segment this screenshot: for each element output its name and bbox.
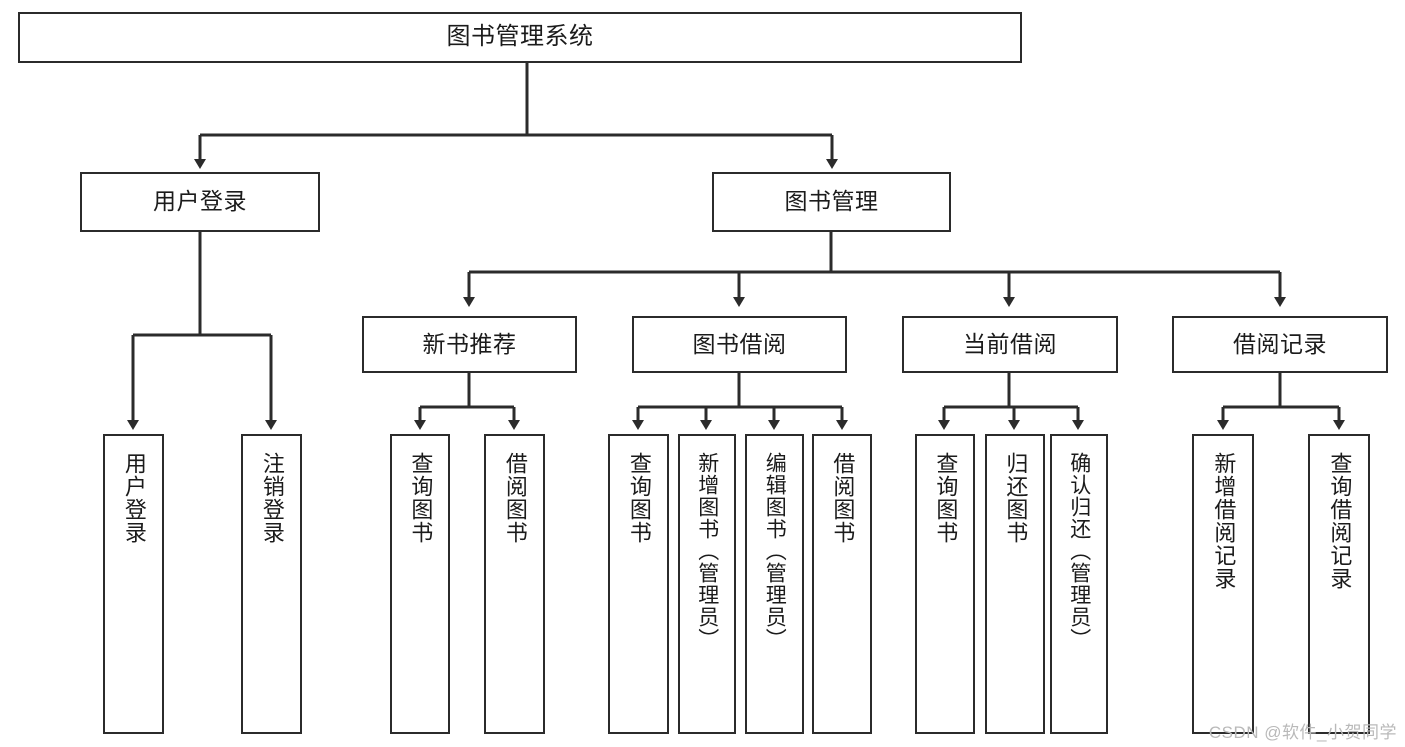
node-book-management-label: 图书管理 (784, 188, 879, 215)
node-leaf-edit-book[interactable]: 编辑图书（管理员） (745, 434, 804, 734)
node-root-label: 图书管理系统 (446, 23, 594, 51)
node-leaf-add-book[interactable]: 新增图书（管理员） (678, 434, 736, 734)
node-leaf-query-record[interactable]: 查询借阅记录 (1308, 434, 1370, 734)
node-leaf-user-login[interactable]: 用户登录 (103, 434, 164, 734)
node-leaf-query-book-1-label: 查询图书 (408, 452, 434, 544)
node-leaf-query-book-2-label: 查询图书 (626, 452, 652, 544)
node-leaf-user-login-label: 用户登录 (121, 452, 147, 544)
node-leaf-logout-label: 注销登录 (259, 452, 285, 544)
node-leaf-return-book-label: 归还图书 (1003, 452, 1029, 544)
node-leaf-edit-book-label: 编辑图书（管理员） (763, 452, 787, 650)
node-borrow-record[interactable]: 借阅记录 (1172, 316, 1388, 373)
node-leaf-query-book-2[interactable]: 查询图书 (608, 434, 669, 734)
node-root[interactable]: 图书管理系统 (18, 12, 1022, 63)
node-leaf-return-book[interactable]: 归还图书 (985, 434, 1045, 734)
node-borrow-record-label: 借阅记录 (1233, 330, 1327, 357)
node-user-login[interactable]: 用户登录 (80, 172, 320, 232)
node-leaf-query-book-1[interactable]: 查询图书 (390, 434, 450, 734)
node-leaf-add-record-label: 新增借阅记录 (1211, 452, 1237, 590)
node-leaf-logout[interactable]: 注销登录 (241, 434, 302, 734)
node-book-borrow[interactable]: 图书借阅 (632, 316, 847, 373)
node-leaf-query-book-3-label: 查询图书 (933, 452, 959, 544)
node-leaf-query-record-label: 查询借阅记录 (1327, 452, 1353, 590)
node-new-book-recommend[interactable]: 新书推荐 (362, 316, 577, 373)
node-book-borrow-label: 图书借阅 (692, 330, 787, 357)
node-book-management[interactable]: 图书管理 (712, 172, 951, 232)
node-leaf-add-record[interactable]: 新增借阅记录 (1192, 434, 1254, 734)
node-leaf-borrow-book-2-label: 借阅图书 (830, 452, 856, 544)
node-leaf-query-book-3[interactable]: 查询图书 (915, 434, 975, 734)
node-leaf-confirm-return-label: 确认归还（管理员） (1067, 452, 1091, 650)
node-leaf-add-book-label: 新增图书（管理员） (695, 452, 719, 650)
node-leaf-borrow-book-2[interactable]: 借阅图书 (812, 434, 872, 734)
node-new-book-recommend-label: 新书推荐 (422, 330, 517, 357)
node-current-borrow-label: 当前借阅 (963, 330, 1057, 357)
csdn-watermark: CSDN @软件_小贺同学 (1208, 723, 1397, 742)
node-leaf-borrow-book-1[interactable]: 借阅图书 (484, 434, 545, 734)
node-current-borrow[interactable]: 当前借阅 (902, 316, 1118, 373)
node-leaf-borrow-book-1-label: 借阅图书 (502, 452, 528, 544)
node-leaf-confirm-return[interactable]: 确认归还（管理员） (1050, 434, 1108, 734)
node-user-login-label: 用户登录 (153, 188, 247, 215)
